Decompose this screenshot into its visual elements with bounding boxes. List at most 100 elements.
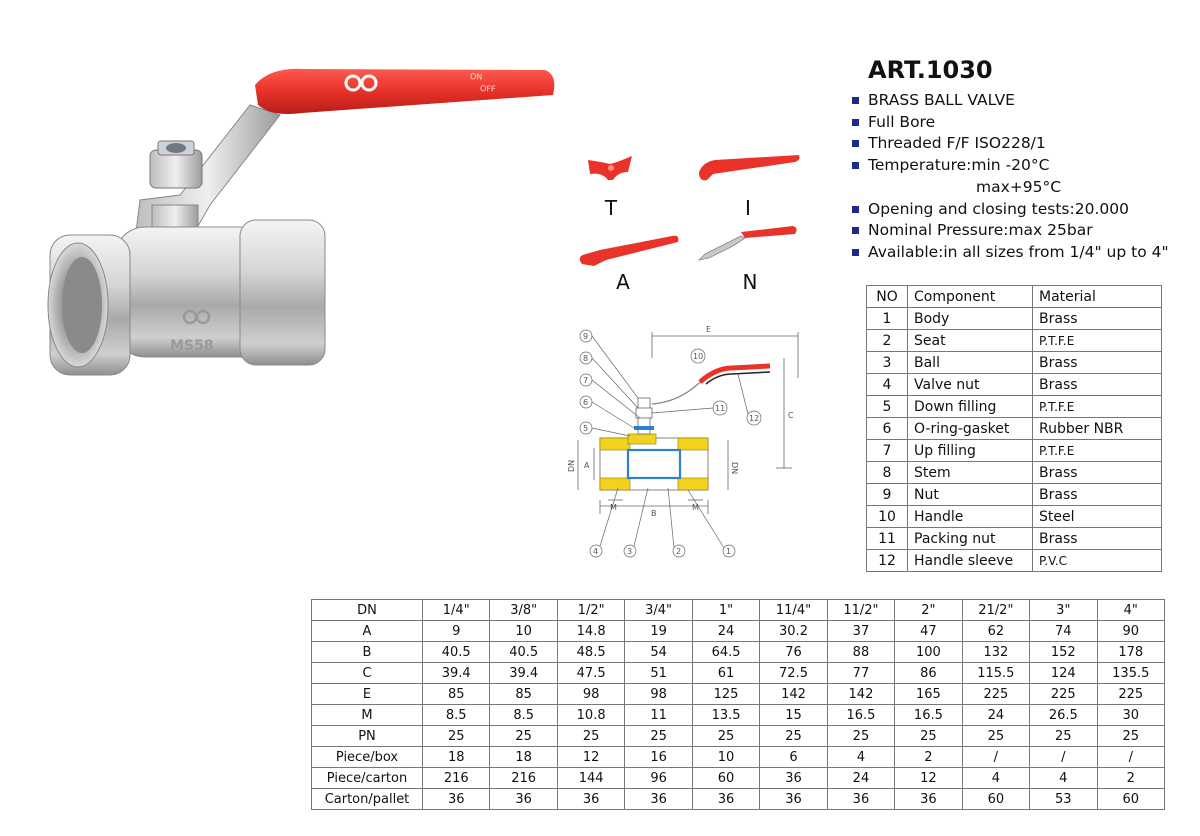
table-cell: 88: [826, 641, 896, 663]
svg-text:5: 5: [583, 424, 588, 433]
component-material: Brass: [1032, 373, 1162, 396]
bullet-icon: [852, 248, 859, 256]
table-cell: 14.8: [556, 620, 626, 642]
dim-label-m-left: M: [610, 503, 617, 512]
column-header: Component: [907, 285, 1033, 308]
product-photo: ON OFF MS58: [47, 68, 555, 376]
table-cell: 19: [624, 620, 693, 642]
angled-lever-icon: [579, 235, 679, 266]
component-name: O-ring-gasket: [907, 417, 1033, 440]
table-cell: 47: [894, 620, 963, 642]
component-material: P.T.F.E: [1032, 329, 1162, 352]
table-cell: 10: [691, 746, 761, 768]
dim-label-a: A: [584, 461, 590, 470]
table-cell: 85: [421, 683, 491, 705]
table-cell: 16.5: [894, 704, 963, 726]
article-number: ART.1030: [868, 56, 993, 84]
component-no: 5: [866, 395, 908, 418]
table-cell: 36: [489, 788, 558, 810]
variant-letter: A: [616, 270, 630, 294]
variant-letter: N: [742, 270, 758, 294]
handle-off-text: OFF: [480, 84, 496, 94]
table-cell: 225: [1096, 683, 1166, 705]
spec-item: Temperature:min -20°C: [852, 155, 1169, 177]
table-cell: 216: [489, 767, 558, 789]
svg-text:11: 11: [715, 404, 725, 413]
butterfly-handle-icon: [588, 156, 632, 180]
table-cell: 24: [961, 704, 1031, 726]
table-cell: /: [1029, 746, 1098, 768]
handle-variant-i: I: [695, 150, 825, 280]
table-cell: /: [961, 746, 1031, 768]
component-material: Brass: [1032, 307, 1162, 330]
component-no: 2: [866, 329, 908, 352]
table-cell: 25: [1096, 725, 1166, 747]
variant-letter: I: [745, 196, 751, 220]
size-column-header: 11/2": [826, 599, 896, 621]
dim-label-e: E: [706, 325, 711, 334]
table-cell: 124: [1029, 662, 1098, 684]
component-material: Brass: [1032, 351, 1162, 374]
table-cell: 18: [489, 746, 558, 768]
table-cell: 62: [961, 620, 1031, 642]
handle-variant-t: T: [580, 150, 710, 280]
table-cell: 51: [624, 662, 693, 684]
svg-text:6: 6: [583, 398, 588, 407]
row-label: A: [311, 620, 423, 642]
size-column-header: 1": [691, 599, 761, 621]
table-cell: 165: [894, 683, 963, 705]
variant-letter: T: [604, 196, 618, 220]
table-cell: 36: [421, 788, 491, 810]
component-material: P.T.F.E: [1032, 395, 1162, 418]
table-cell: 72.5: [759, 662, 828, 684]
component-no: 1: [866, 307, 908, 330]
component-material: Steel: [1032, 505, 1162, 528]
technical-drawing: 1 2 3 4 5 6 7 8 9 10 11 12 E C DN A DN B…: [567, 325, 799, 558]
component-name: Body: [907, 307, 1033, 330]
table-cell: 36: [759, 788, 828, 810]
callout-labels: 1 2 3 4 5 6 7 8 9 10 11 12: [583, 332, 759, 556]
table-cell: 25: [961, 725, 1031, 747]
table-cell: 39.4: [421, 662, 491, 684]
table-cell: 37: [826, 620, 896, 642]
table-cell: 90: [1096, 620, 1166, 642]
dim-label-dn-right: DN: [730, 462, 739, 474]
table-cell: 25: [826, 725, 896, 747]
row-label: Piece/carton: [311, 767, 423, 789]
table-cell: /: [1096, 746, 1166, 768]
table-cell: 10: [489, 620, 558, 642]
component-no: 10: [866, 505, 908, 528]
brand-logo-icon: [344, 74, 378, 92]
table-cell: 47.5: [556, 662, 626, 684]
size-column-header: 21/2": [961, 599, 1031, 621]
row-label: M: [311, 704, 423, 726]
table-cell: 100: [894, 641, 963, 663]
svg-text:2: 2: [676, 547, 681, 556]
body-marking: MS58: [170, 338, 214, 354]
component-name: Ball: [907, 351, 1033, 374]
row-label: PN: [311, 725, 423, 747]
table-cell: 39.4: [489, 662, 558, 684]
table-cell: 216: [421, 767, 491, 789]
bullet-icon: [852, 205, 859, 213]
svg-text:7: 7: [583, 376, 588, 385]
table-cell: 60: [691, 767, 761, 789]
table-cell: 132: [961, 641, 1031, 663]
component-no: 9: [866, 483, 908, 506]
table-cell: 25: [489, 725, 558, 747]
table-cell: 26.5: [1029, 704, 1098, 726]
table-cell: 25: [691, 725, 761, 747]
component-name: Valve nut: [907, 373, 1033, 396]
